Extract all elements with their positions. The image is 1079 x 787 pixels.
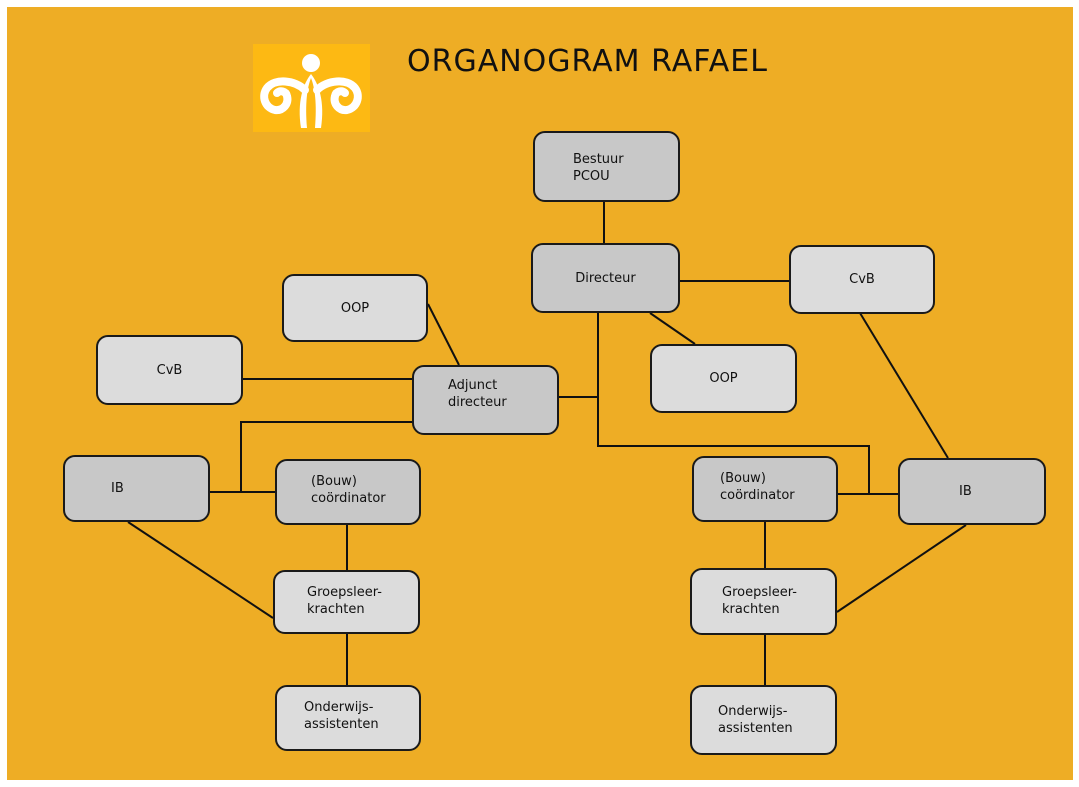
node-bestuur: Bestuur PCOU (533, 131, 680, 202)
node-directeur-label: Directeur (575, 270, 636, 286)
node-bouw-left-label: (Bouw) coördinator (311, 474, 386, 506)
node-bouw-left: (Bouw) coördinator (275, 459, 421, 525)
node-groeps-left: Groepsleer- krachten (273, 570, 420, 634)
logo-icon (260, 54, 362, 128)
node-bouw-right-label: (Bouw) coördinator (720, 471, 795, 503)
line-ib-groeps-right (836, 524, 967, 613)
node-directeur: Directeur (531, 243, 680, 313)
node-cvb-right-label: CvB (849, 272, 875, 287)
line-cvb-ib-right (859, 312, 949, 459)
line-ib-groeps-left (127, 521, 274, 619)
node-bestuur-label: Bestuur PCOU (573, 152, 624, 184)
node-oop-right-label: OOP (709, 371, 738, 386)
line-adjunct-bouw (240, 421, 412, 492)
node-groeps-left-label: Groepsleer- krachten (307, 585, 382, 617)
node-oop-left: OOP (282, 274, 428, 342)
node-oop-right: OOP (650, 344, 797, 413)
node-bouw-right: (Bouw) coördinator (692, 456, 838, 522)
node-cvb-right: CvB (789, 245, 935, 314)
node-adjunct-directeur: Adjunct directeur (412, 365, 559, 435)
node-onderwijs-right-label: Onderwijs- assistenten (718, 704, 793, 736)
node-cvb-left: CvB (96, 335, 243, 405)
page-title: ORGANOGRAM RAFAEL (407, 44, 768, 79)
node-ib-right: IB (898, 458, 1046, 525)
line-oop-adjunct (427, 303, 460, 366)
node-oop-left-label: OOP (340, 300, 370, 316)
node-groeps-right-label: Groepsleer- krachten (722, 585, 797, 617)
line-directeur-oop (649, 312, 696, 345)
node-ib-left-label: IB (111, 481, 124, 496)
node-onderwijs-left: Onderwijs- assistenten (275, 685, 421, 751)
line-directeur-ib (597, 313, 898, 495)
node-groeps-right: Groepsleer- krachten (690, 568, 837, 635)
node-cvb-left-label: CvB (156, 362, 183, 378)
node-ib-left: IB (63, 455, 210, 522)
node-adjunct-directeur-label: Adjunct directeur (448, 378, 507, 410)
logo (253, 44, 370, 132)
node-onderwijs-right: Onderwijs- assistenten (690, 685, 837, 755)
node-ib-right-label: IB (959, 484, 972, 499)
node-onderwijs-left-label: Onderwijs- assistenten (304, 700, 379, 732)
